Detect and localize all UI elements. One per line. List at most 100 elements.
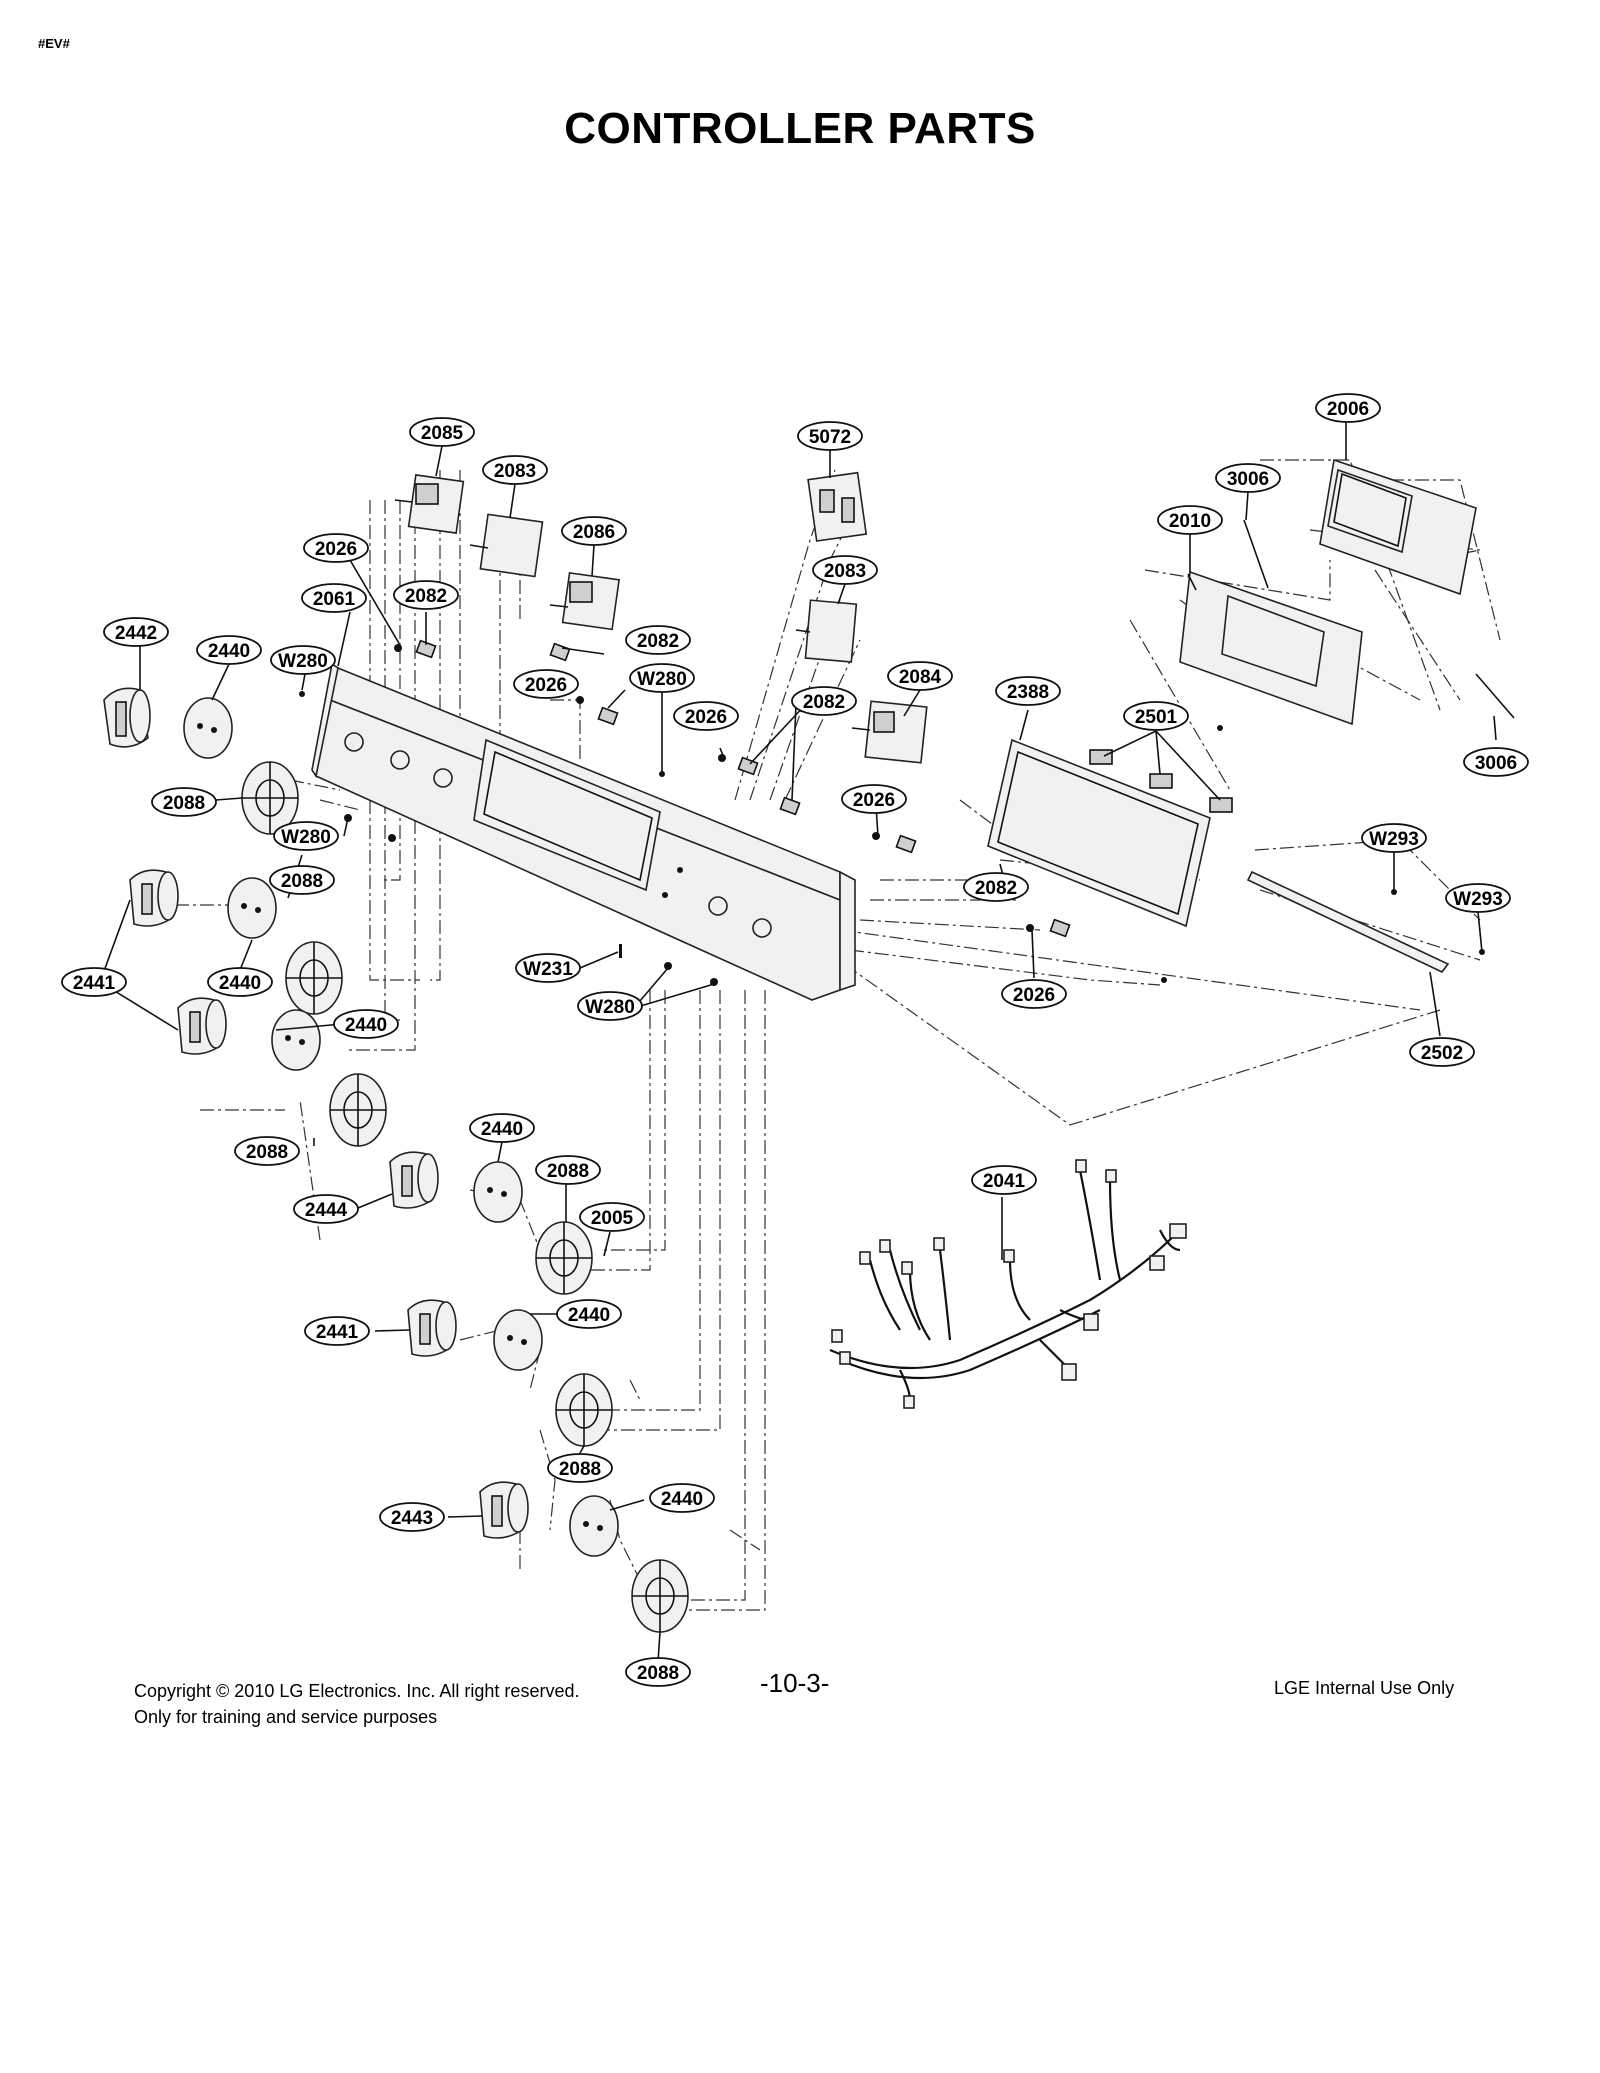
svg-text:2026: 2026 (685, 707, 727, 728)
knob-2441-1 (129, 869, 179, 927)
svg-text:2442: 2442 (115, 623, 157, 644)
encoder-2088-1 (241, 761, 299, 835)
svg-text:2088: 2088 (281, 871, 323, 892)
pcb-2006 (1319, 458, 1477, 596)
callout-labels: 2006 5072 2085 2083 3006 2010 2086 2026 … (61, 393, 1529, 1687)
callout-2501: 2501 (1123, 701, 1189, 731)
svg-text:2083: 2083 (824, 561, 866, 582)
svg-text:2441: 2441 (316, 1322, 359, 1343)
svg-text:2502: 2502 (1421, 1043, 1463, 1064)
svg-text:W280: W280 (637, 669, 687, 690)
footer-purpose: Only for training and service purposes (134, 1707, 438, 1727)
svg-text:2501: 2501 (1135, 707, 1178, 728)
callout-2026-d: 2026 (841, 784, 907, 814)
encoder-2088-6 (631, 1559, 689, 1633)
callout-2082-c: 2082 (791, 686, 857, 716)
callout-2441-a: 2441 (61, 967, 127, 997)
bracket-2010 (1179, 570, 1363, 726)
callout-2026-a: 2026 (303, 533, 369, 563)
encoder-2088-4 (535, 1221, 593, 1295)
svg-text:2041: 2041 (983, 1171, 1026, 1192)
callout-2440-f: 2440 (649, 1483, 715, 1513)
knob-2442 (103, 687, 151, 748)
dial-2440-6 (569, 1495, 619, 1557)
callout-2083-left: 2083 (482, 455, 548, 485)
svg-text:3006: 3006 (1475, 753, 1517, 774)
svg-text:W280: W280 (585, 997, 635, 1018)
svg-text:2026: 2026 (315, 539, 357, 560)
page-number: -10-3- (760, 1668, 830, 1698)
wire-harness-2041 (829, 1159, 1187, 1409)
callout-W280-c: W280 (273, 821, 339, 851)
svg-text:2088: 2088 (637, 1663, 679, 1684)
svg-text:2082: 2082 (803, 692, 845, 713)
callout-2088-f: 2088 (625, 1657, 691, 1687)
document-tag: #EV# (38, 36, 70, 51)
rod-3006 (1243, 519, 1515, 719)
callout-2041: 2041 (971, 1165, 1037, 1195)
svg-text:2441: 2441 (73, 973, 116, 994)
svg-text:2440: 2440 (568, 1305, 610, 1326)
callout-W280-b: W280 (629, 663, 695, 693)
svg-text:2085: 2085 (421, 423, 464, 444)
callout-2006: 2006 (1315, 393, 1381, 423)
callout-W280-a: W280 (270, 645, 336, 675)
callout-2026-b: 2026 (513, 669, 579, 699)
svg-text:W293: W293 (1369, 829, 1419, 850)
svg-text:2088: 2088 (559, 1459, 601, 1480)
page-title: CONTROLLER PARTS (564, 104, 1036, 153)
display-glass-2388 (987, 738, 1211, 928)
svg-text:2026: 2026 (853, 790, 895, 811)
knob-2441-3 (407, 1299, 457, 1357)
svg-text:W280: W280 (278, 651, 328, 672)
dial-2440-1 (183, 697, 233, 759)
callout-2005: 2005 (579, 1202, 645, 1232)
svg-text:2440: 2440 (345, 1015, 387, 1036)
svg-text:2005: 2005 (591, 1208, 634, 1229)
svg-text:2440: 2440 (208, 641, 250, 662)
bar-2502 (1246, 870, 1450, 974)
callout-2026-c: 2026 (673, 701, 739, 731)
encoder-2088-5 (555, 1373, 613, 1447)
callout-2082-b: 2082 (625, 625, 691, 655)
svg-text:2084: 2084 (899, 667, 942, 688)
svg-text:2440: 2440 (661, 1489, 703, 1510)
dial-2440-4 (473, 1161, 523, 1223)
callout-2088-a: 2088 (151, 787, 217, 817)
svg-text:2026: 2026 (1013, 985, 1055, 1006)
dial-2440-3 (271, 1009, 321, 1071)
svg-text:2006: 2006 (1327, 399, 1369, 420)
callout-2082-a: 2082 (393, 580, 459, 610)
footer-internal-use: LGE Internal Use Only (1274, 1678, 1455, 1698)
knob-2441-2 (177, 997, 227, 1055)
callout-2440-c: 2440 (333, 1009, 399, 1039)
footer-copyright-block: Copyright © 2010 LG Electronics. Inc. Al… (134, 1678, 579, 1730)
callout-2440-b: 2440 (207, 967, 273, 997)
callout-2088-b: 2088 (269, 865, 335, 895)
callout-2010: 2010 (1157, 505, 1223, 535)
footer-copyright: Copyright © 2010 LG Electronics. Inc. Al… (134, 1681, 580, 1701)
encoder-2088-2 (285, 941, 343, 1015)
callout-2440-e: 2440 (556, 1299, 622, 1329)
svg-text:5072: 5072 (809, 427, 851, 448)
svg-text:2083: 2083 (494, 461, 536, 482)
callout-5072: 5072 (797, 421, 863, 451)
callout-2444: 2444 (293, 1194, 359, 1224)
svg-text:2086: 2086 (573, 522, 615, 543)
callout-2084: 2084 (887, 661, 953, 691)
callout-2088-d: 2088 (535, 1155, 601, 1185)
callout-W293-b: W293 (1445, 883, 1511, 913)
svg-text:2082: 2082 (637, 631, 679, 652)
svg-text:W293: W293 (1453, 889, 1503, 910)
callout-2442: 2442 (103, 617, 169, 647)
switch-2086 (549, 571, 620, 631)
knob-2443 (479, 1481, 529, 1539)
switch-2085 (394, 474, 465, 534)
callout-2440-d: 2440 (469, 1113, 535, 1143)
dial-2440-5 (493, 1309, 543, 1371)
callout-2441-b: 2441 (304, 1316, 370, 1346)
dial-2440-2 (227, 877, 277, 939)
callout-2082-d: 2082 (963, 872, 1029, 902)
svg-text:W231: W231 (523, 959, 573, 980)
